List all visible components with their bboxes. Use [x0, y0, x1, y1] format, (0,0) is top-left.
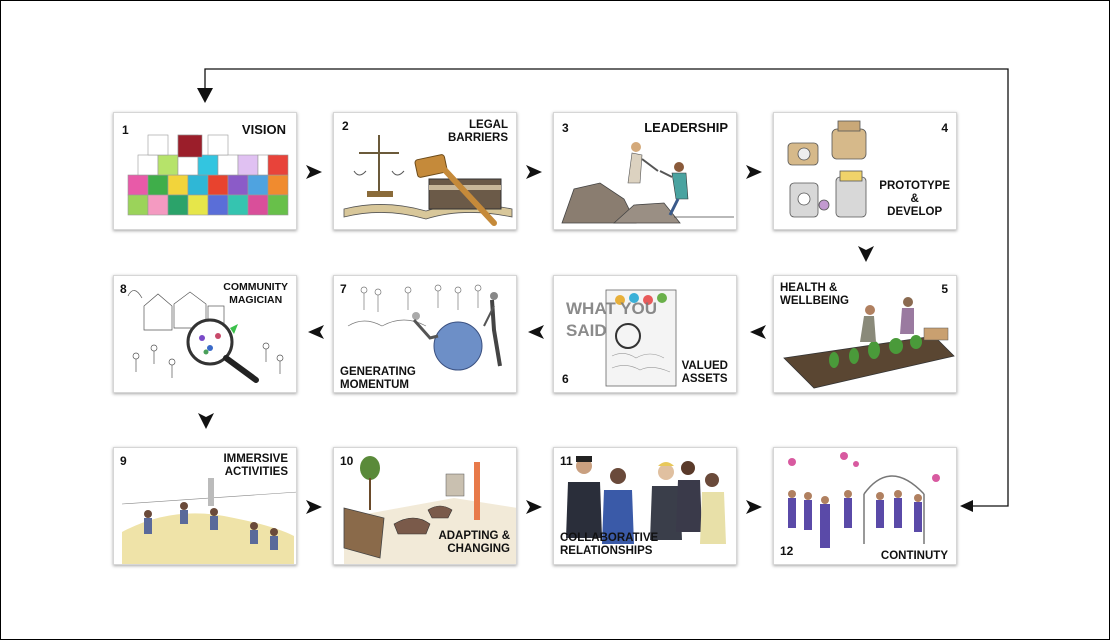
arrow-8-to-9: [198, 413, 214, 429]
card-number: 11: [560, 454, 573, 468]
community-gate-illustration: [788, 452, 940, 548]
card-number: 8: [120, 282, 127, 296]
poster-illustration: [605, 289, 677, 387]
loop-arrowhead-left: [960, 500, 973, 512]
card-health-wellbeing: 5 HEALTH &WELLBEING: [773, 275, 957, 393]
loop-arrowhead-down: [197, 88, 213, 103]
arrow-4-to-5: [858, 246, 874, 262]
card-number: 3: [562, 121, 569, 135]
card-continuty: 12 CONTINUTY: [773, 447, 957, 565]
card-title: HEALTH &WELLBEING: [780, 282, 849, 307]
arrow-9-to-10: [306, 500, 322, 514]
arrow-6-to-7: [528, 325, 544, 339]
card-number: 10: [340, 454, 354, 468]
magnifier-community-illustration: [127, 290, 284, 383]
arrow-7-to-8: [308, 325, 324, 339]
card-number: 6: [562, 372, 569, 386]
card-title: VISION: [241, 122, 286, 137]
arrow-5-to-6: [750, 325, 766, 339]
outdoor-gathering-illustration: [121, 478, 296, 564]
garden-illustration: [783, 297, 955, 389]
card-number: 2: [342, 119, 349, 133]
card-prototype-develop: 4 PROTOTYPE&DEVELOP: [773, 112, 957, 230]
group-portrait-illustration: [566, 456, 726, 544]
arrow-2-to-3: [526, 165, 542, 179]
card-number: 7: [340, 282, 347, 296]
card-title: ADAPTING &CHANGING: [438, 530, 510, 555]
card-title: CONTINUTY: [880, 550, 948, 562]
card-title: PROTOTYPE&DEVELOP: [879, 180, 950, 218]
card-leadership: 3 LEADERSHIP: [553, 112, 737, 230]
card-number: 5: [941, 282, 948, 296]
arrow-3-to-4: [746, 165, 762, 179]
arrow-10-to-11: [526, 500, 542, 514]
climbers-illustration: [561, 142, 734, 224]
gavel-scales-illustration: [343, 135, 513, 226]
card-vision: 1 VISION: [113, 112, 297, 230]
card-number: 9: [120, 454, 127, 468]
card-number: 4: [941, 121, 948, 135]
arrow-1-to-2: [306, 165, 322, 179]
prototype-parts-illustration: [787, 120, 867, 218]
planters-illustration: [343, 456, 516, 564]
ball-pushing-illustration: [347, 284, 502, 371]
card-adapting-changing: 10 ADAPTING &CHANGING: [333, 447, 517, 565]
card-title: LEADERSHIP: [644, 120, 728, 135]
arrow-11-to-12: [746, 500, 762, 514]
card-number: 1: [122, 123, 129, 137]
card-number: 12: [780, 544, 794, 558]
puzzle-illustration: [127, 134, 289, 216]
